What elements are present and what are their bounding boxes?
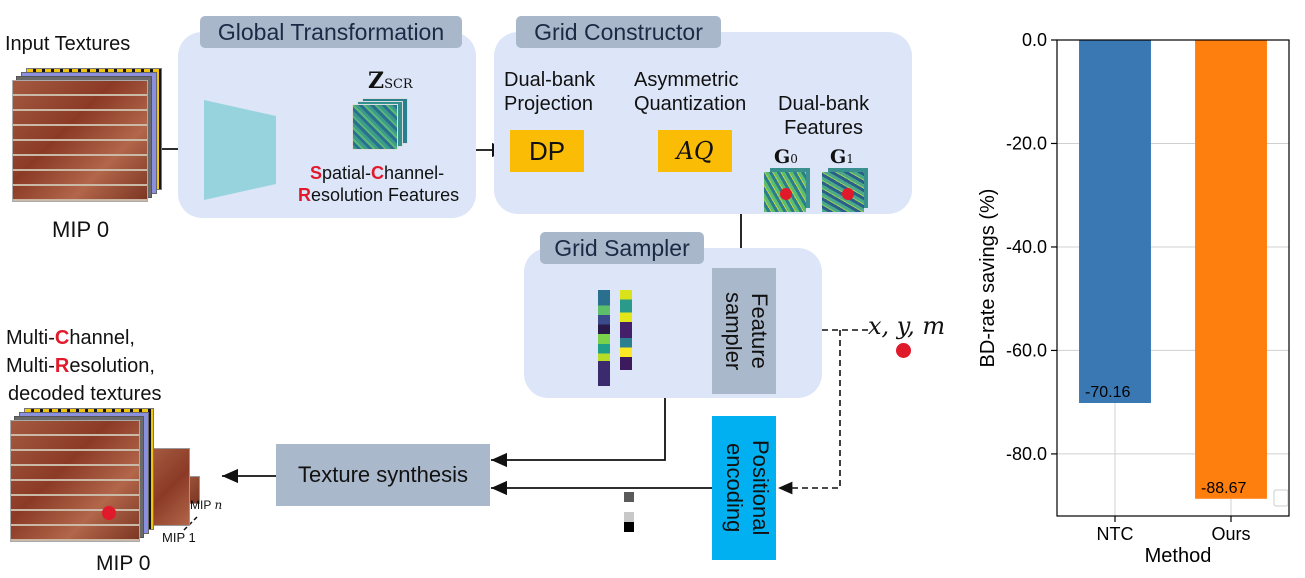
input-coordinates: x, y, m	[868, 312, 946, 340]
g1-symbol: G1	[830, 146, 854, 168]
output-texture-stack	[10, 408, 210, 548]
chart-y-ticks: 0.0 -20.0 -40.0 -60.0 -80.0	[1006, 30, 1057, 464]
output-mip-label: MIP 0	[96, 552, 151, 575]
data-label-ntc: -70.16	[1085, 384, 1130, 401]
brick-texture	[12, 80, 148, 202]
g0-sample-dot	[780, 188, 792, 200]
grid-sampler-panel	[524, 248, 822, 398]
input-title: Input Textures	[5, 33, 131, 55]
x-tick-label: Ours	[1211, 524, 1250, 544]
decoded-brick-texture	[10, 420, 140, 542]
bar-ours	[1195, 40, 1267, 499]
sampled-feature-column-b	[620, 290, 632, 370]
mip-n-label: MIP n	[190, 498, 223, 512]
dp-block: DP	[510, 130, 584, 172]
chart-bars	[1079, 40, 1267, 499]
query-point-dot	[896, 343, 911, 358]
dashed-arrow-to-posenc	[778, 330, 841, 495]
chart-x-axis-label: Method	[1145, 545, 1212, 567]
y-tick-label: 0.0	[1022, 30, 1047, 50]
scr-features-label-2: Resolution Features	[298, 185, 460, 205]
aq-block: AQ	[658, 130, 732, 172]
output-title-line3: decoded textures	[8, 383, 162, 405]
texture-synthesis-block: Texture synthesis	[276, 444, 490, 506]
scr-features-label: Spatial-Channel-	[310, 163, 445, 183]
chart-frame	[1056, 39, 1290, 517]
mip-1-texture	[152, 448, 190, 526]
sampled-feature-column-a	[598, 290, 610, 386]
g0-symbol: G0	[774, 146, 798, 168]
mip-1-label: MIP 1	[162, 530, 196, 545]
bar-ntc	[1079, 40, 1151, 404]
encoder-trapezoid	[204, 100, 276, 200]
grid-sampler-header: Grid Sampler	[540, 232, 704, 264]
grid-constructor-header: Grid Constructor	[516, 16, 721, 48]
encoding-swatch-2	[624, 512, 634, 522]
x-tick-label: NTC	[1097, 524, 1134, 544]
global-transformation-header: Global Transformation	[200, 16, 462, 48]
scr-feature-stack	[352, 98, 408, 150]
y-tick-label: -60.0	[1006, 340, 1047, 360]
g1-sample-dot	[842, 188, 854, 200]
output-title-line1: Multi-Channel,	[6, 327, 135, 349]
data-label-ours: -88.67	[1201, 480, 1246, 497]
output-title-line2: Multi-Resolution,	[6, 355, 155, 377]
y-tick-label: -80.0	[1006, 444, 1047, 464]
input-texture-stack	[12, 68, 162, 210]
g0-grid	[764, 168, 812, 214]
chart-x-ticks: NTC Ours	[1097, 516, 1251, 544]
bd-rate-chart: 0.0 -20.0 -40.0 -60.0 -80.0 NTC Ours -70.16 -8…	[977, 30, 1290, 567]
dual-bank-features-title: Dual-bank Features	[778, 93, 870, 139]
encoding-swatch-3	[624, 522, 634, 532]
input-mip-label: MIP 0	[52, 217, 110, 242]
y-tick-label: -20.0	[1006, 133, 1047, 153]
chart-data-labels: -70.16 -88.67	[1085, 384, 1246, 497]
feature-sampler-block: Feature sampler	[712, 268, 776, 394]
legend-marker	[1273, 489, 1289, 507]
aq-title: Asymmetric Quantization	[634, 69, 747, 115]
z-scr-symbol: ZSCR	[368, 68, 413, 94]
chart-y-axis-label: BD-rate savings (%)	[977, 189, 999, 368]
encoding-swatch-1	[624, 492, 634, 502]
decoded-point-dot	[102, 506, 116, 520]
g1-grid	[822, 168, 870, 214]
y-tick-label: -40.0	[1006, 237, 1047, 257]
dp-title: Dual-bank Projection	[504, 69, 596, 115]
positional-encoding-block: Positional encoding	[712, 416, 776, 560]
